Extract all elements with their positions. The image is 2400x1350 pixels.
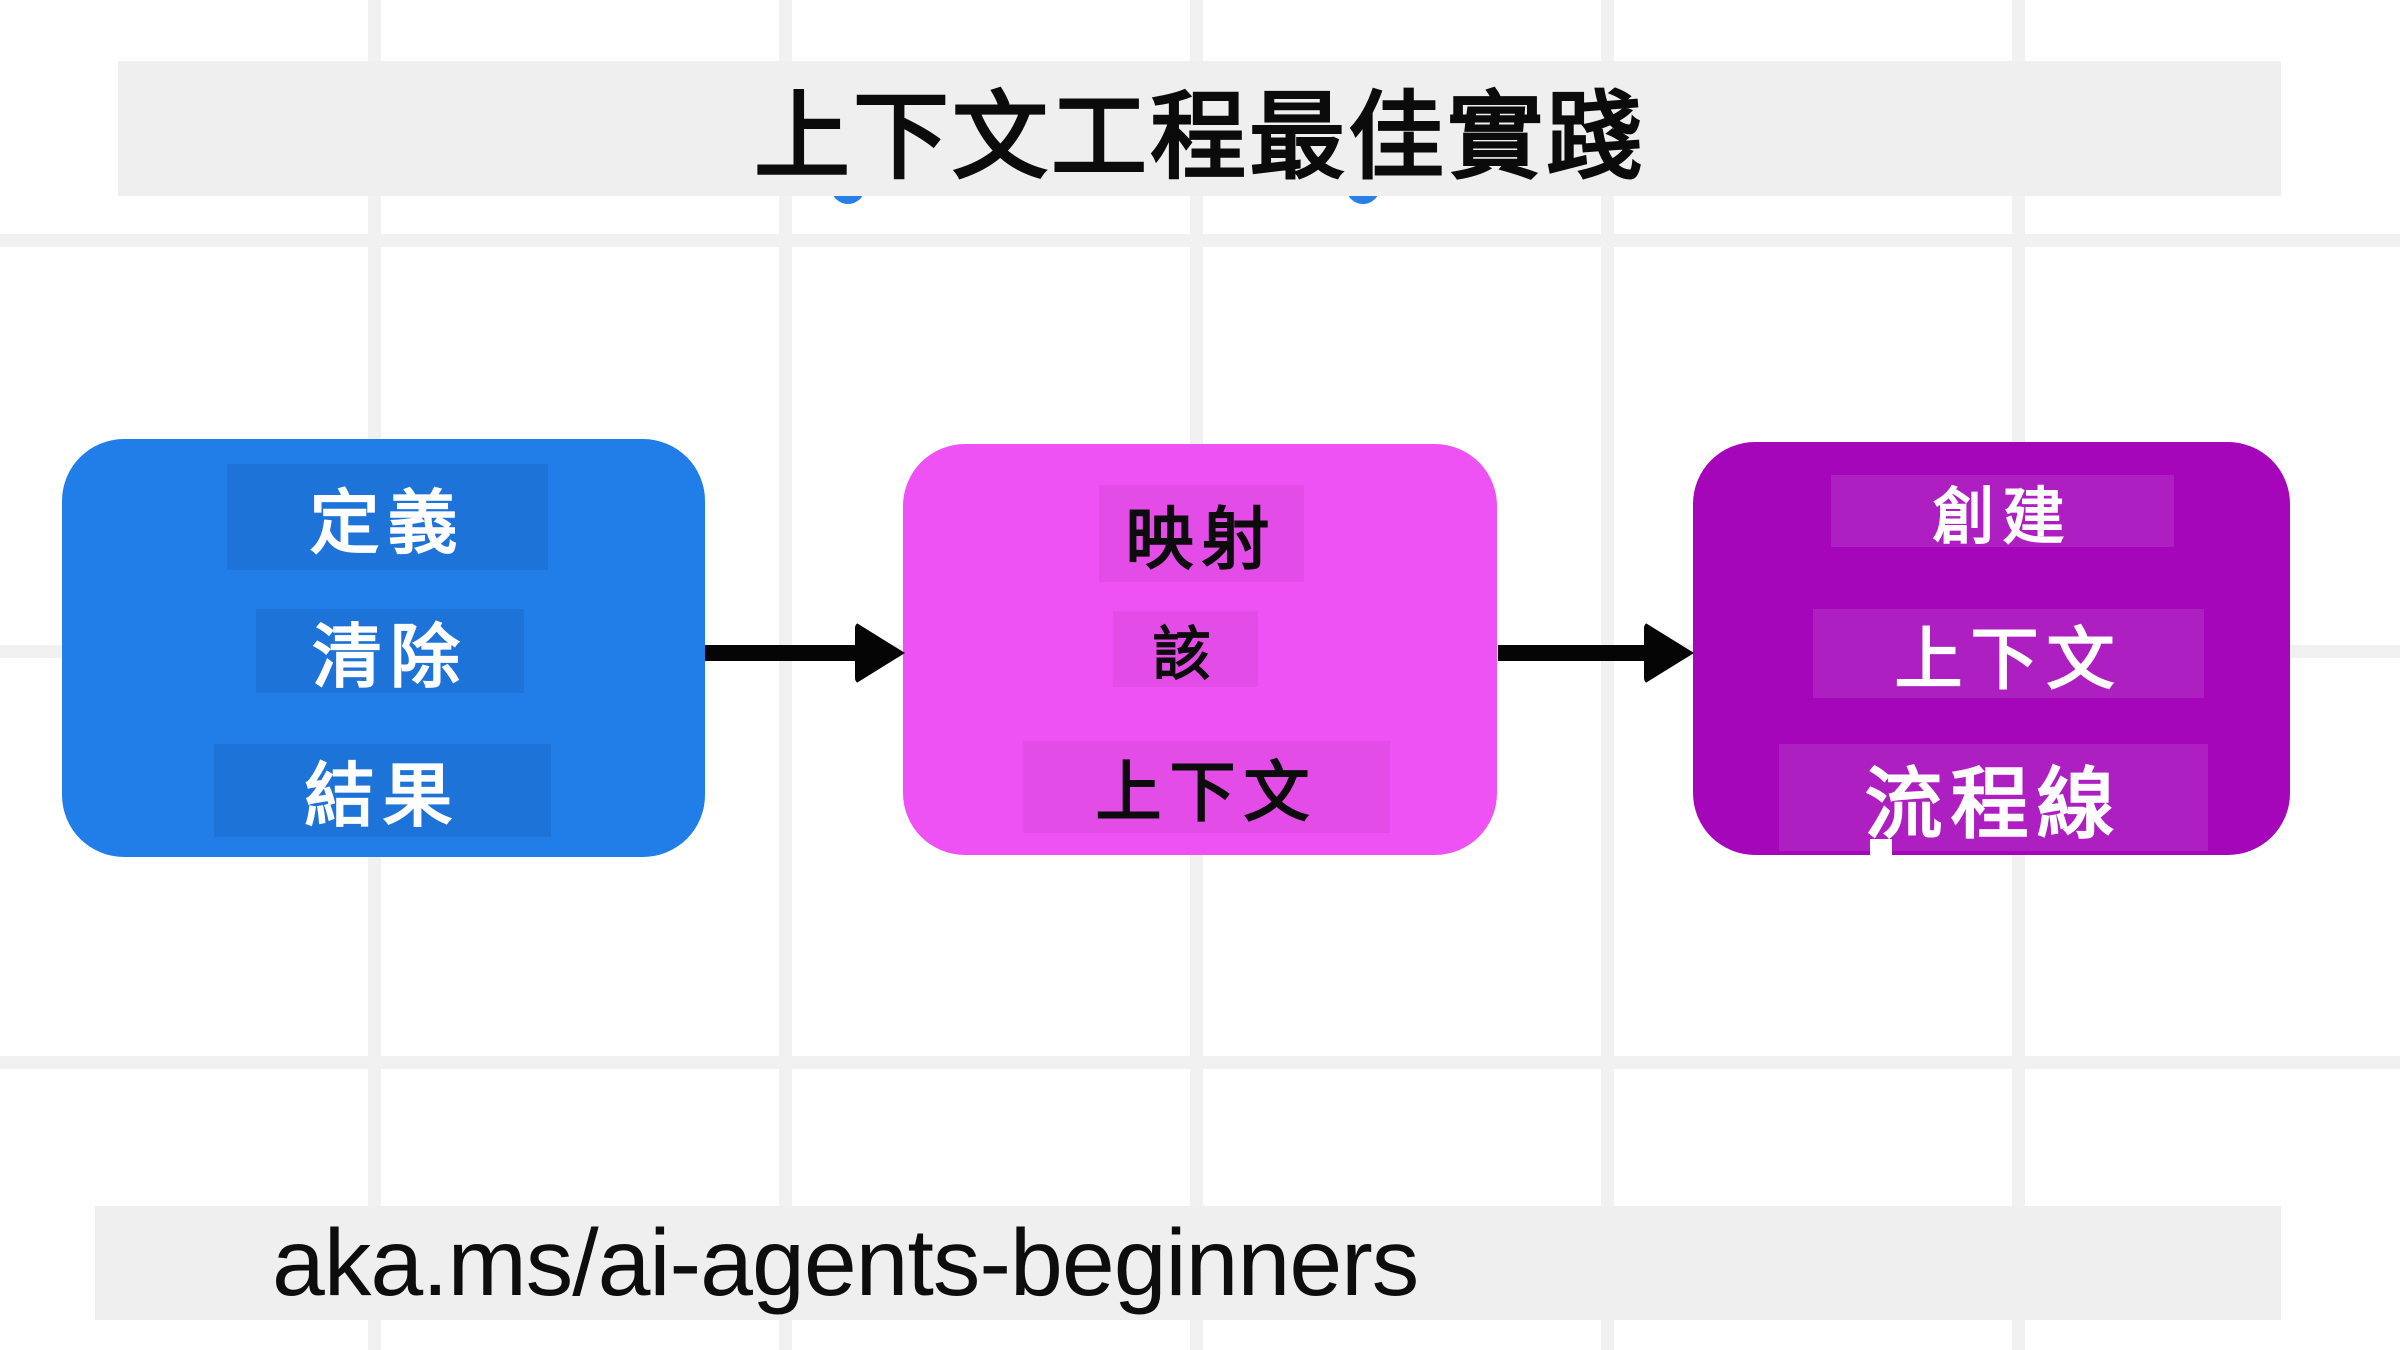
box-label: 清除 <box>256 609 524 696</box>
box-label: 上下文 <box>1023 741 1390 833</box>
erase-mark-artifact <box>1870 839 1892 855</box>
box-label: 映射 <box>1099 485 1304 582</box>
grid-line-vertical <box>779 0 792 1350</box>
page-title: 上下文工程最佳實踐 <box>754 84 1645 191</box>
arrow-shaft <box>705 645 860 661</box>
box-label: 上下文 <box>1813 609 2204 698</box>
box-label: 定義 <box>227 464 548 570</box>
footer-url: aka.ms/ai-agents-beginners <box>272 1209 1419 1316</box>
flow-box-map-the-context: 映射 該 上下文 <box>903 444 1497 855</box>
flow-box-define-clear-results: 定義 清除 結果 <box>62 439 705 857</box>
arrow-head <box>855 622 905 684</box>
grid-line-horizontal <box>0 234 2400 247</box>
flow-arrow-right-icon <box>705 622 905 684</box>
box-label: 流程線 <box>1779 744 2208 851</box>
title-band: 上下文工程最佳實踐 <box>118 61 2281 196</box>
box-label: 創建 <box>1831 475 2174 552</box>
arrow-shaft <box>1498 645 1649 661</box>
flow-arrow-right-icon <box>1498 622 1694 684</box>
box-label: 結果 <box>214 744 551 837</box>
grid-line-vertical <box>1601 0 1614 1350</box>
box-label: 該 <box>1113 611 1258 687</box>
grid-line-horizontal <box>0 1056 2400 1069</box>
footer-band: aka.ms/ai-agents-beginners <box>95 1206 2281 1320</box>
arrow-head <box>1644 622 1694 684</box>
flow-box-create-context-pipeline: 創建 上下文 流程線 <box>1693 442 2290 855</box>
